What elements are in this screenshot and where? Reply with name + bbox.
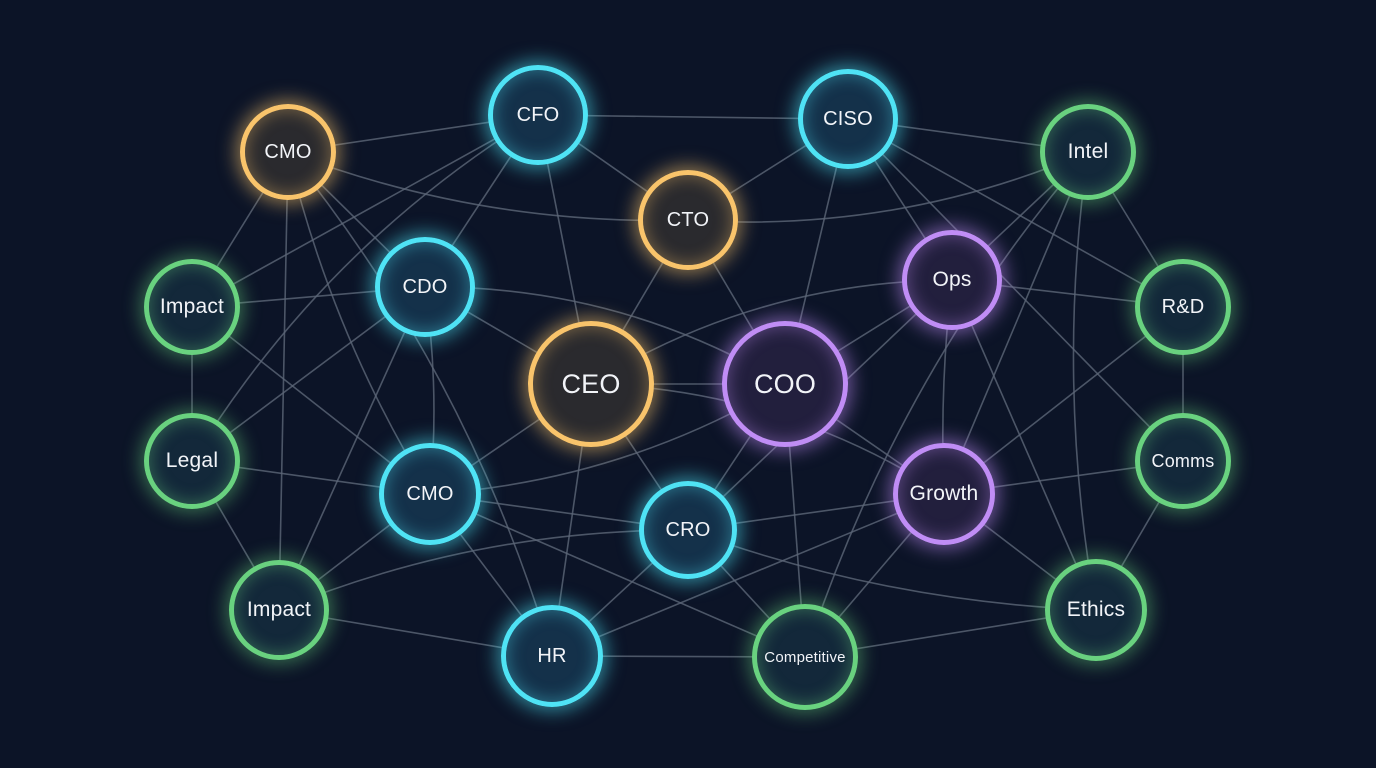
node-cdo[interactable]: CDO (375, 237, 475, 337)
node-cro[interactable]: CRO (639, 481, 737, 579)
node-label: R&D (1161, 295, 1205, 318)
node-label: Impact (246, 598, 312, 621)
edge-cto-intel (687, 151, 1089, 223)
node-label: CMO (264, 140, 312, 163)
node-label: Growth (909, 482, 979, 505)
edge-cmo_top-impact_low (278, 151, 289, 611)
node-ceo[interactable]: CEO (528, 321, 654, 447)
edge-cmo_low-competitive (429, 493, 806, 658)
node-label: CMO (406, 482, 454, 505)
node-label: Impact (159, 295, 225, 318)
edge-cfo-legal (191, 114, 539, 462)
node-label: Intel (1067, 140, 1109, 163)
node-label: HR (537, 644, 567, 667)
edge-cfo-impact_top (191, 114, 539, 308)
node-label: Competitive (764, 648, 846, 666)
node-label: Ops (932, 268, 972, 291)
edge-intel-ethics (1072, 151, 1097, 611)
node-label: CEO (561, 368, 621, 399)
node-label: COO (753, 368, 817, 399)
node-ops[interactable]: Ops (902, 230, 1002, 330)
node-legal[interactable]: Legal (144, 413, 240, 509)
node-hr[interactable]: HR (501, 605, 603, 707)
edge-ciso-comms (847, 118, 1184, 462)
edge-intel-competitive (804, 151, 1089, 658)
edge-growth-hr (551, 493, 945, 657)
node-impact-low[interactable]: Impact (229, 560, 329, 660)
node-label: CDO (402, 275, 448, 298)
node-label: Ethics (1066, 598, 1126, 621)
node-coo[interactable]: COO (722, 321, 848, 447)
node-rnd[interactable]: R&D (1135, 259, 1231, 355)
node-cto[interactable]: CTO (638, 170, 738, 270)
node-label: Legal (165, 449, 219, 472)
node-intel[interactable]: Intel (1040, 104, 1136, 200)
node-growth[interactable]: Growth (893, 443, 995, 545)
node-label: CRO (665, 518, 711, 541)
node-cmo-low[interactable]: CMO (379, 443, 481, 545)
edge-rnd-ciso (847, 118, 1184, 308)
node-ciso[interactable]: CISO (798, 69, 898, 169)
node-competitive[interactable]: Competitive (752, 604, 858, 710)
node-label: CISO (823, 107, 873, 130)
node-ethics[interactable]: Ethics (1045, 559, 1147, 661)
node-comms[interactable]: Comms (1135, 413, 1231, 509)
node-label: CTO (666, 208, 710, 231)
edge-cmo_top-cto (287, 151, 689, 222)
node-impact-top[interactable]: Impact (144, 259, 240, 355)
node-cfo[interactable]: CFO (488, 65, 588, 165)
edge-cro-impact_low (278, 529, 689, 611)
node-label: Comms (1151, 450, 1215, 471)
node-label: CFO (516, 103, 560, 126)
edge-cro-ethics (687, 529, 1097, 611)
edge-cmo_top-hr (287, 151, 553, 657)
node-cmo-top[interactable]: CMO (240, 104, 336, 200)
